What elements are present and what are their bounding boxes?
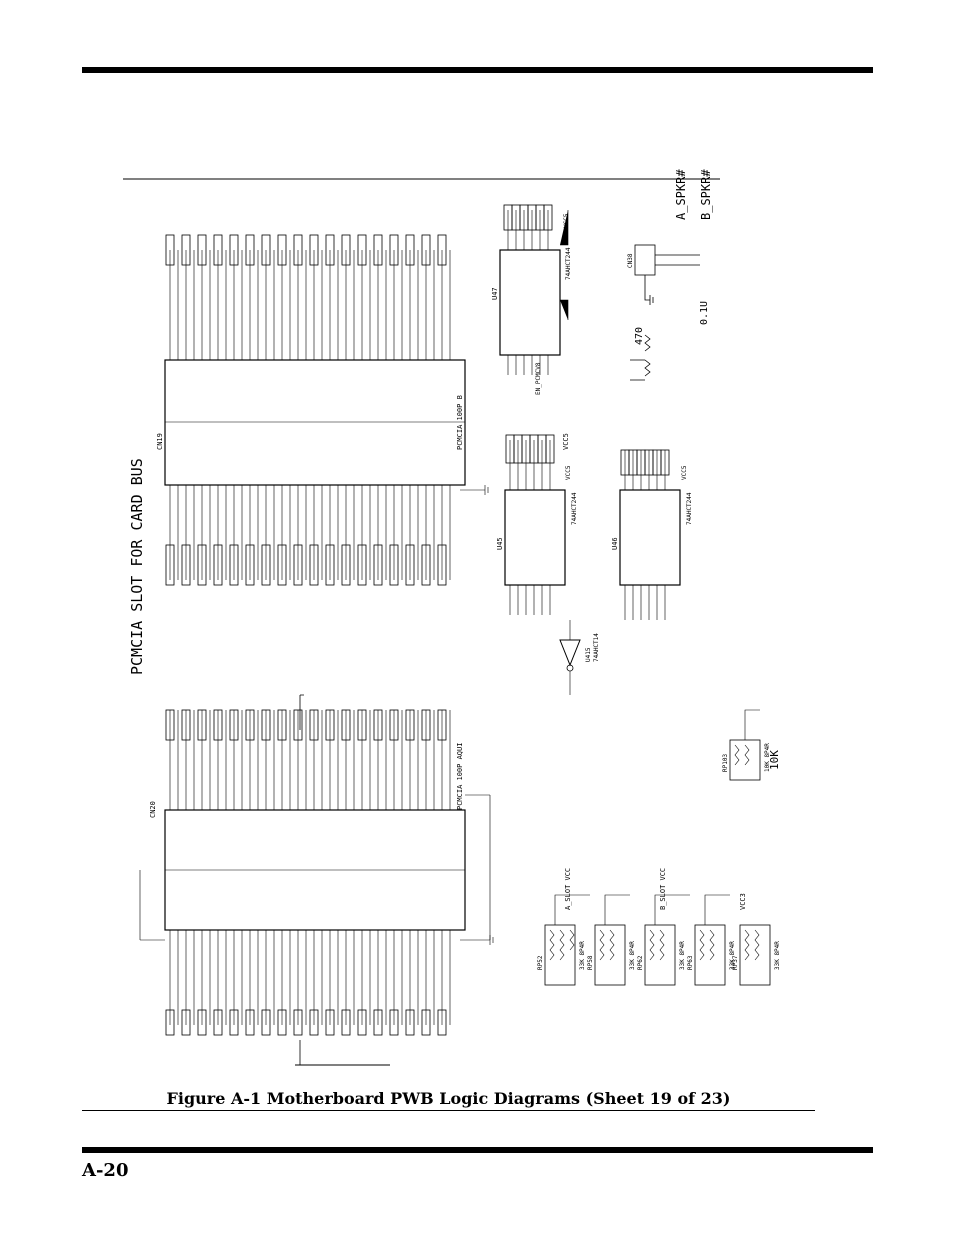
resistor-pack-rp63: RP63 33K 8P4R (687, 924, 736, 986)
note-cap-value: 0.1U (699, 301, 710, 325)
note-a-spkr: A_SPKR# (674, 169, 688, 220)
ic-u47: U47 74AHCT244 VCC5 EN_PCMCV8 (491, 204, 572, 395)
resistor-packs: RP52 33K 8P4R RP58 33K 8P4R RP62 33K 8P4… (537, 709, 781, 986)
bus-title: PCMCIA SLOT FOR CARD BUS (128, 458, 146, 675)
net-label-vcc5: VCC5 (562, 433, 570, 450)
u46-ref: U46 (611, 537, 619, 550)
u415-part: 74AHCT14 (593, 633, 600, 662)
cn20-ref: CN20 (149, 801, 157, 818)
rp52-ref: RP52 (537, 955, 544, 970)
rp58-ref: RP58 (587, 955, 594, 970)
top-rule (82, 67, 873, 73)
u45-ref: U45 (496, 537, 504, 550)
rp103-ref: RP103 (722, 754, 729, 772)
connector-cn19: CN19 PCMCIA 100P B (156, 234, 489, 586)
u415-ref: U415 (585, 647, 592, 662)
resistor-pack-rp52: RP52 33K 8P4R (537, 924, 586, 986)
resistor-pack-rp103: RP103 10K 8P4R (722, 739, 771, 781)
ic-u46: U46 74AHCT244 VCC5 (611, 449, 693, 620)
rp63-ref: RP63 (687, 955, 694, 970)
resistor-pack-rp62: RP62 33K 8P4R (637, 924, 686, 986)
caption-rule (82, 1110, 815, 1111)
u46-part: 74AHCT244 (686, 492, 693, 525)
speaker-connector-ref: CN38 (627, 253, 634, 268)
schematic-diagram: PCMCIA SLOT FOR CARD BUS CN19 PCMCIA 100… (123, 169, 781, 1066)
note-resistor-470: 470 (634, 327, 645, 345)
u47-ref: U47 (491, 287, 499, 300)
ic-u45: U45 74AHCT244 VCC5 (496, 434, 578, 615)
net-label-vcc3: VCC3 (739, 893, 747, 910)
note-resistor-10k: 10K (768, 750, 781, 770)
page-number: A-20 (82, 1160, 129, 1181)
rp37-value: 33K 8P4R (774, 941, 781, 970)
rp37-ref: RP37 (732, 955, 739, 970)
bottom-rule (82, 1147, 873, 1153)
schematic-frame (123, 178, 720, 1066)
cn19-part: PCMCIA 100P B (456, 395, 464, 450)
u45-part: 74AHCT244 (571, 492, 578, 525)
u46-supply: VCC5 (681, 465, 688, 480)
net-label-b-slot-vcc: B_SLOT VCC (659, 868, 667, 910)
u47-part: 74AHCT244 (565, 247, 572, 280)
cn20-part: PCMCIA 100P AQUI (456, 743, 464, 810)
u47-enable-net: EN_PCMCV8 (535, 362, 542, 395)
resistor-pack-rp58: RP58 33K 8P4R (587, 924, 636, 986)
rp62-value: 33K 8P4R (679, 941, 686, 970)
rp52-value: 33K 8P4R (579, 941, 586, 970)
rp58-value: 33K 8P4R (629, 941, 636, 970)
note-b-spkr: B_SPKR# (699, 169, 713, 220)
speaker-section: CN38 A_SPKR# B_SPKR# 0.1U 470 10K (627, 169, 781, 770)
u45-supply: VCC5 (565, 465, 572, 480)
net-labels: A_SLOT VCC B_SLOT VCC VCC3 VCC5 (562, 433, 747, 910)
inverter-u415: U415 74AHCT14 (559, 620, 600, 695)
net-label-a-slot-vcc: A_SLOT VCC (564, 868, 572, 910)
rp103-value: 10K 8P4R (764, 743, 771, 772)
cn19-ref: CN19 (156, 433, 164, 450)
figure-caption: Figure A-1 Motherboard PWB Logic Diagram… (166, 1089, 731, 1108)
resistor-pack-rp37: RP37 33K 8P4R (732, 924, 781, 986)
rp62-ref: RP62 (637, 955, 644, 970)
connector-cn20: CN20 PCMCIA 100P AQUI (139, 694, 494, 1065)
rp63-value: 33K 8P4R (729, 941, 736, 970)
